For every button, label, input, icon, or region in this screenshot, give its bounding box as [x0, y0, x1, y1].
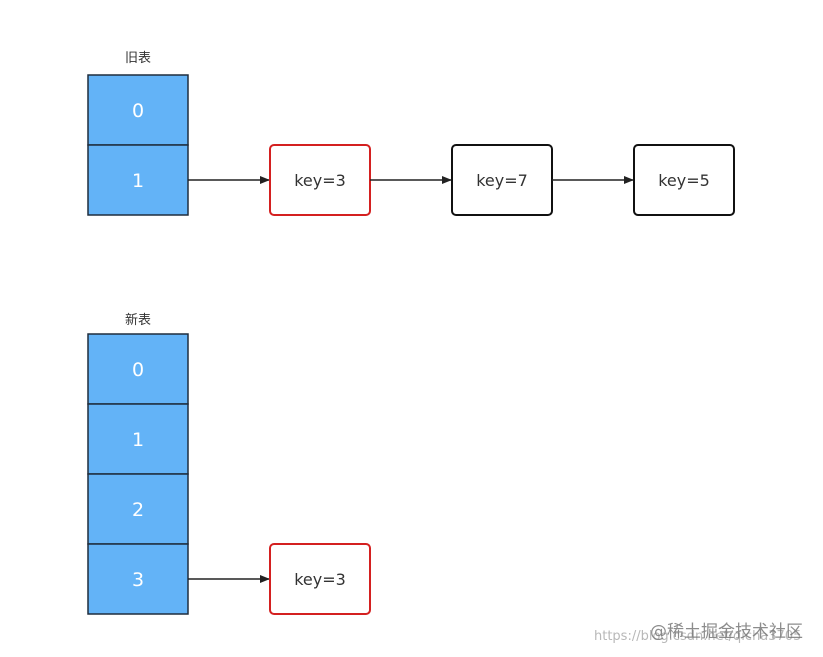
new-table-cell-1: 1 [87, 403, 189, 475]
old-table: 旧表 0 1 key=3 key=7 key=5 [87, 51, 735, 216]
new-table-title: 新表 [125, 312, 151, 328]
new-table-cell-3: 3 [87, 543, 189, 615]
new-table-cell-2-label: 2 [132, 499, 144, 521]
new-table-cell-1-label: 1 [132, 429, 144, 451]
new-chain-node-1-box [269, 543, 371, 615]
old-table-cell-1: 1 [87, 144, 189, 216]
old-chain-node-2: key=7 [451, 144, 553, 216]
new-chain-node-1: key=3 [269, 543, 371, 615]
old-table-cell-1-label: 1 [132, 170, 144, 192]
new-table-cell-0: 0 [87, 333, 189, 405]
watermark-brand: @稀土掘金技术社区 [650, 622, 803, 642]
old-chain-node-3-box [633, 144, 735, 216]
new-table-cell-1-box [87, 403, 189, 475]
new-chain-node-1-label: key=3 [294, 570, 346, 589]
old-table-cell-0: 0 [87, 74, 189, 146]
old-table-cell-0-box [87, 74, 189, 146]
new-table: 新表 0 1 2 3 key=3 [87, 312, 371, 615]
watermark-url: https://blog.csdn.net/qicha3705 [594, 629, 802, 644]
old-chain-node-1: key=3 [269, 144, 371, 216]
new-table-cell-3-label: 3 [132, 569, 144, 591]
old-chain-node-1-label: key=3 [294, 171, 346, 190]
old-table-cell-1-box [87, 144, 189, 216]
new-table-cell-0-box [87, 333, 189, 405]
old-chain-node-3: key=5 [633, 144, 735, 216]
new-table-cell-2: 2 [87, 473, 189, 545]
old-chain-node-2-label: key=7 [476, 171, 528, 190]
new-table-cell-3-box [87, 543, 189, 615]
old-table-title: 旧表 [125, 51, 151, 66]
new-table-cell-0-label: 0 [132, 359, 144, 381]
old-table-cell-0-label: 0 [132, 100, 144, 122]
old-chain-node-3-label: key=5 [658, 171, 710, 190]
